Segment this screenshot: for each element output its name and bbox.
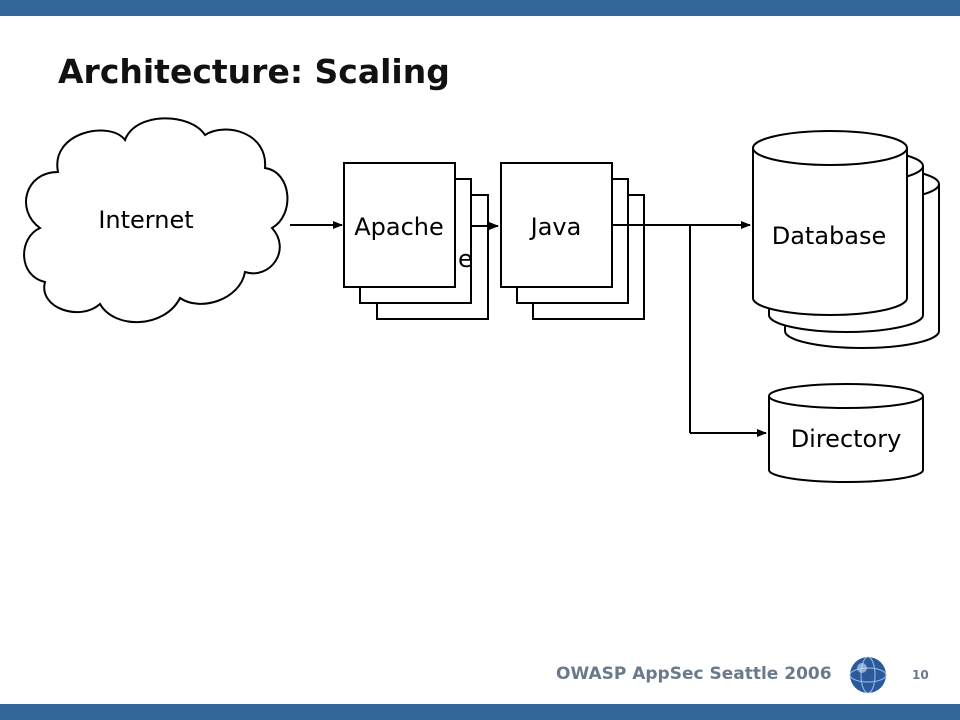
database-stack: Database [752,130,940,349]
top-bar [0,0,960,16]
directory-label: Directory [791,425,902,453]
footer-text: OWASP AppSec Seattle 2006 [556,664,832,684]
java-stack: Java [500,162,645,320]
apache-label: Apache [354,213,444,241]
internet-label: Internet [98,206,193,234]
database-cylinder-front [752,130,908,316]
internet-cloud: Internet [23,117,289,324]
apache-back-partial-label: e [458,245,473,273]
apache-stack: e Apache [343,162,489,320]
bottom-bar [0,704,960,720]
page-number: 10 [912,668,929,682]
slide-title: Architecture: Scaling [58,52,450,91]
java-label: Java [529,213,582,241]
java-box-front [500,162,613,288]
directory-cylinder: Directory [768,383,924,483]
owasp-logo-icon [849,656,887,694]
apache-box-front [343,162,456,288]
database-label: Database [772,222,887,250]
